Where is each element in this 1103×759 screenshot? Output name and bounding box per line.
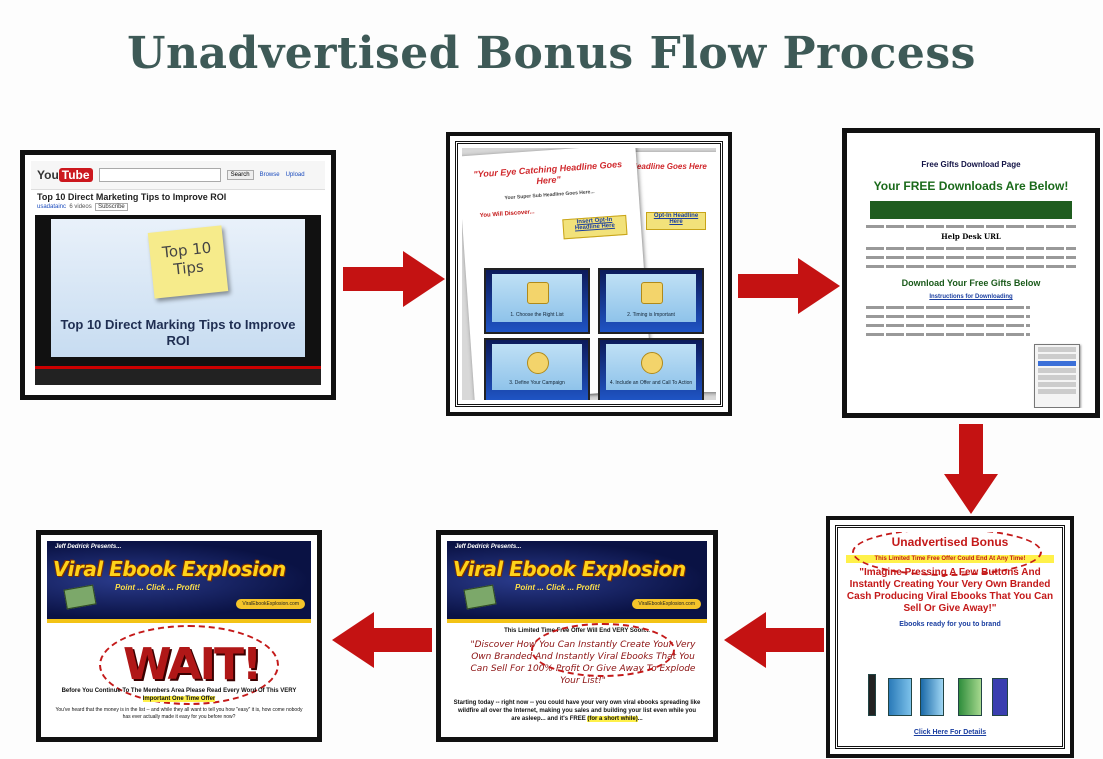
offer-brand: Viral Ebook Explosion	[453, 557, 686, 581]
download-page-title: Free Gifts Download Page	[921, 160, 1021, 169]
youtube-upload-link: Upload	[285, 172, 305, 178]
download-text-line-2	[866, 247, 1076, 250]
wait-brand: Viral Ebook Explosion	[53, 557, 286, 581]
wait-header-band	[47, 619, 311, 623]
squeeze-video-2: 2. Timing is Important	[598, 268, 704, 334]
wait-byline: Jeff Dedrick Presents...	[55, 544, 122, 550]
youtube-search-button: Search	[226, 170, 254, 180]
context-menu	[1034, 344, 1080, 408]
step-bonus-page: Unadvertised Bonus This Limited Time Fre…	[826, 516, 1074, 758]
step-download-page: Free Gifts Download Page Your FREE Downl…	[842, 128, 1100, 418]
offer-tagline: Point ... Click ... Profit!	[515, 583, 600, 592]
youtube-channel: usadatainc 6 videos Subscribe	[31, 203, 325, 211]
optin-box-back: Opt-In Headline Here	[646, 212, 706, 230]
bonus-details-link: Click Here For Details	[913, 729, 987, 736]
step-squeeze-page: Headline Goes Here Opt-In Headline Here …	[446, 132, 732, 416]
download-text-line-7	[866, 324, 1030, 327]
youtube-video-title: Top 10 Direct Marketing Tips to Improve …	[37, 192, 227, 202]
youtube-video-screen: Top 10 Tips Top 10 Direct Marking Tips t…	[51, 219, 305, 357]
ebook-covers	[868, 672, 1028, 716]
offer-highlight-ellipse	[531, 623, 675, 677]
youtube-video-caption: Top 10 Direct Marking Tips to Improve RO…	[60, 317, 296, 348]
wait-highlight-ellipse	[99, 625, 279, 705]
step-wait-page: Jeff Dedrick Presents... Viral Ebook Exp…	[36, 530, 322, 742]
download-text-line-5	[866, 306, 1030, 309]
arrow-right-1	[343, 251, 445, 307]
download-headline: Your FREE Downloads Are Below!	[873, 179, 1069, 193]
optin-box-front: Insert Opt-In Headline Here	[562, 214, 628, 240]
youtube-browse-link: Browse	[259, 172, 280, 178]
squeeze-video-4: 4. Include an Offer and Call To Action	[598, 338, 704, 400]
wait-site: ViralEbookExplosion.com	[236, 599, 305, 609]
youtube-video-player: Top 10 Tips Top 10 Direct Marking Tips t…	[35, 215, 321, 367]
step-offer-page: Jeff Dedrick Presents... Viral Ebook Exp…	[436, 530, 718, 742]
money-image-2	[63, 584, 97, 610]
wait-body: You've heard that the money is in the li…	[55, 707, 303, 720]
download-text-line-3	[866, 256, 1076, 259]
download-welcome-bar	[870, 201, 1072, 219]
bonus-ebooks-ready: Ebooks ready for you to brand	[899, 621, 1001, 628]
download-text-line	[866, 225, 1076, 228]
diagram-title: Unadvertised Bonus Flow Process	[127, 28, 976, 79]
offer-byline: Jeff Dedrick Presents...	[455, 544, 522, 550]
pen-image	[868, 674, 876, 716]
wait-notice: Before You Continue To The Members Area …	[61, 688, 297, 702]
ebook-cover-1	[888, 678, 912, 716]
offer-header-band	[447, 619, 707, 623]
arrow-right-2	[738, 258, 840, 314]
wait-header: Jeff Dedrick Presents... Viral Ebook Exp…	[47, 541, 311, 619]
download-section-heading: Download Your Free Gifts Below	[901, 278, 1041, 288]
youtube-controls	[35, 369, 321, 385]
squeeze-video-1: 1. Choose the Right List	[484, 268, 590, 334]
wait-tagline: Point ... Click ... Profit!	[115, 583, 200, 592]
download-text-line-4	[866, 265, 1076, 268]
sticky-note: Top 10 Tips	[147, 225, 229, 299]
download-text-line-8	[866, 333, 1030, 336]
ebook-cover-3	[958, 678, 982, 716]
arrow-left-1	[724, 612, 824, 668]
ebook-cover-2	[920, 678, 944, 716]
youtube-search-input	[98, 168, 221, 182]
offer-site: ViralEbookExplosion.com	[632, 599, 701, 609]
youtube-progress-bar	[35, 366, 321, 369]
download-support-url: Help Desk URL	[941, 232, 1001, 241]
money-image	[463, 584, 497, 610]
download-instructions-link: Instructions for Downloading	[929, 294, 1013, 300]
arrow-down	[944, 424, 998, 514]
squeeze-video-3: 3. Define Your Campaign	[484, 338, 590, 400]
offer-body: Starting today -- right now -- you could…	[453, 700, 701, 722]
arrow-left-2	[332, 612, 432, 668]
bonus-highlight-ellipse	[852, 532, 1042, 576]
offer-header: Jeff Dedrick Presents... Viral Ebook Exp…	[447, 541, 707, 619]
ebook-cover-4	[992, 678, 1008, 716]
download-text-line-6	[866, 315, 1030, 318]
